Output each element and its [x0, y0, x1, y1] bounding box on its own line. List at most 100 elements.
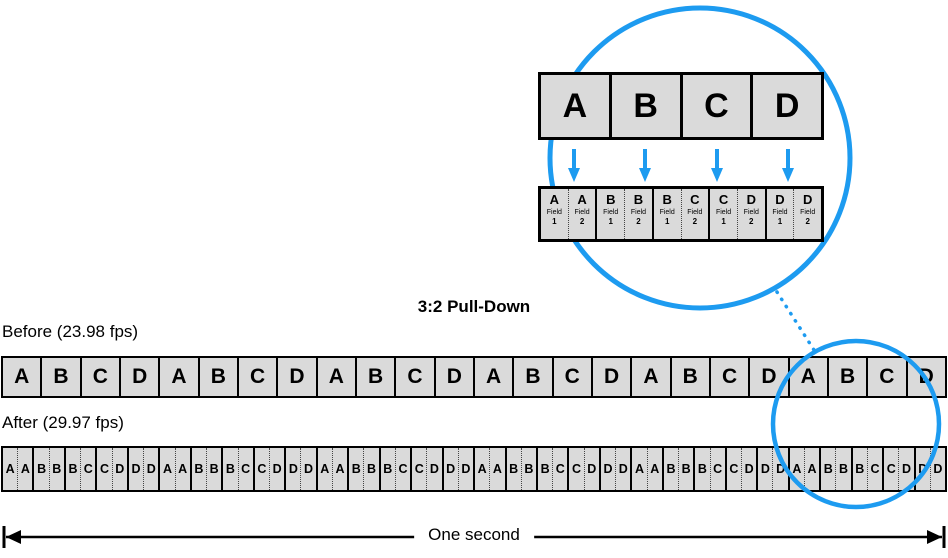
- before-label: Before (23.98 fps): [2, 322, 139, 341]
- field-number: 1: [552, 217, 557, 226]
- frame-cell: B: [49, 448, 66, 490]
- field-cell: C Field 2: [681, 189, 711, 239]
- frame-cell: A: [541, 75, 612, 137]
- frame-cell: B: [521, 448, 538, 490]
- field-word: Field: [603, 209, 619, 216]
- field-cell: A Field 1: [541, 189, 569, 239]
- field-number: 1: [664, 217, 670, 226]
- field-cell: D Field 1: [766, 189, 795, 239]
- frame-cell: A: [789, 358, 829, 396]
- frame-cell: A: [490, 448, 507, 490]
- frame-cell: B: [199, 358, 239, 396]
- frame-cell: D: [600, 448, 617, 490]
- field-letter: B: [662, 192, 672, 207]
- frame-cell: C: [412, 448, 428, 490]
- frame-cell: D: [758, 448, 774, 490]
- frame-cell: D: [301, 448, 318, 490]
- frame-cell: A: [632, 448, 648, 490]
- frame-cell: B: [821, 448, 837, 490]
- frame-cell: D: [269, 448, 287, 490]
- callout-dotted-line: [775, 290, 816, 352]
- frame-cell: A: [632, 358, 672, 396]
- field-letter: D: [802, 192, 813, 207]
- frame-cell: B: [191, 448, 208, 490]
- field-letter: A: [549, 192, 560, 207]
- frame-cell: D: [584, 448, 601, 490]
- frame-cell: A: [317, 448, 333, 490]
- field-word: Field: [687, 209, 703, 216]
- field-cell: D Field 2: [794, 189, 822, 239]
- field-letter: D: [775, 192, 785, 207]
- frame-cell: C: [553, 358, 593, 396]
- frame-cell: D: [120, 358, 161, 396]
- frame-cell: C: [710, 448, 727, 490]
- frame-cell: A: [647, 448, 664, 490]
- frame-cell: D: [753, 75, 821, 137]
- frame-cell: A: [317, 358, 357, 396]
- frame-cell: A: [789, 448, 805, 490]
- field-number: 2: [749, 217, 754, 226]
- field-cell: B Field 1: [597, 189, 626, 239]
- frame-cell: C: [682, 75, 754, 137]
- frame-cell: C: [884, 448, 900, 490]
- frame-cell: D: [427, 448, 444, 490]
- down-arrows: [568, 149, 794, 182]
- one-second-label: One second: [414, 525, 534, 545]
- field-number: 2: [692, 217, 698, 226]
- frame-cell: B: [836, 448, 853, 490]
- frame-cell: C: [254, 448, 270, 490]
- field-number: 1: [721, 217, 726, 226]
- frame-cell: B: [828, 358, 869, 396]
- field-number: 2: [579, 217, 585, 226]
- frame-cell: A: [332, 448, 350, 490]
- frame-cell: D: [616, 448, 633, 490]
- frame-cell: C: [81, 448, 98, 490]
- frame-cell: C: [553, 448, 570, 490]
- field-cell: A Field 2: [568, 189, 598, 239]
- frame-cell: B: [356, 358, 397, 396]
- frame-cell: B: [695, 448, 711, 490]
- frame-cell: C: [868, 358, 908, 396]
- frame-cell: B: [852, 448, 868, 490]
- frame-cell: B: [671, 358, 711, 396]
- field-word: Field: [715, 209, 732, 216]
- frame-cell: D: [930, 448, 946, 490]
- field-number: 2: [805, 217, 810, 226]
- field-letter: D: [746, 192, 756, 207]
- frame-cell: D: [278, 358, 318, 396]
- frame-cell: D: [112, 448, 129, 490]
- field-word: Field: [574, 209, 590, 216]
- frame-cell: D: [144, 448, 161, 490]
- frame-cell: B: [65, 448, 82, 490]
- frame-cell: D: [899, 448, 916, 490]
- frame-cell: D: [750, 358, 790, 396]
- frame-cell: A: [18, 448, 35, 490]
- frame-cell: C: [569, 448, 585, 490]
- frame-cell: A: [804, 448, 822, 490]
- frame-cell: C: [726, 448, 743, 490]
- frame-cell: C: [97, 448, 113, 490]
- field-word: Field: [546, 209, 562, 216]
- frame-cell: C: [238, 448, 255, 490]
- frame-cell: C: [81, 358, 121, 396]
- field-letter: B: [633, 192, 644, 207]
- field-word: Field: [772, 209, 788, 216]
- frame-cell: A: [475, 448, 491, 490]
- field-number: 2: [636, 217, 641, 226]
- frame-cell: D: [742, 448, 759, 490]
- after-label: After (29.97 fps): [2, 413, 124, 432]
- frame-cell: A: [160, 358, 200, 396]
- field-word: Field: [659, 209, 675, 216]
- frame-cell: A: [160, 448, 176, 490]
- magnifier-circle: [547, 5, 853, 311]
- field-word: Field: [800, 209, 816, 216]
- frame-cell: D: [592, 358, 633, 396]
- frame-cell: C: [395, 448, 413, 490]
- frame-cell: B: [663, 448, 680, 490]
- frame-cell: D: [458, 448, 476, 490]
- frame-cell: B: [611, 75, 683, 137]
- frame-cell: C: [710, 358, 751, 396]
